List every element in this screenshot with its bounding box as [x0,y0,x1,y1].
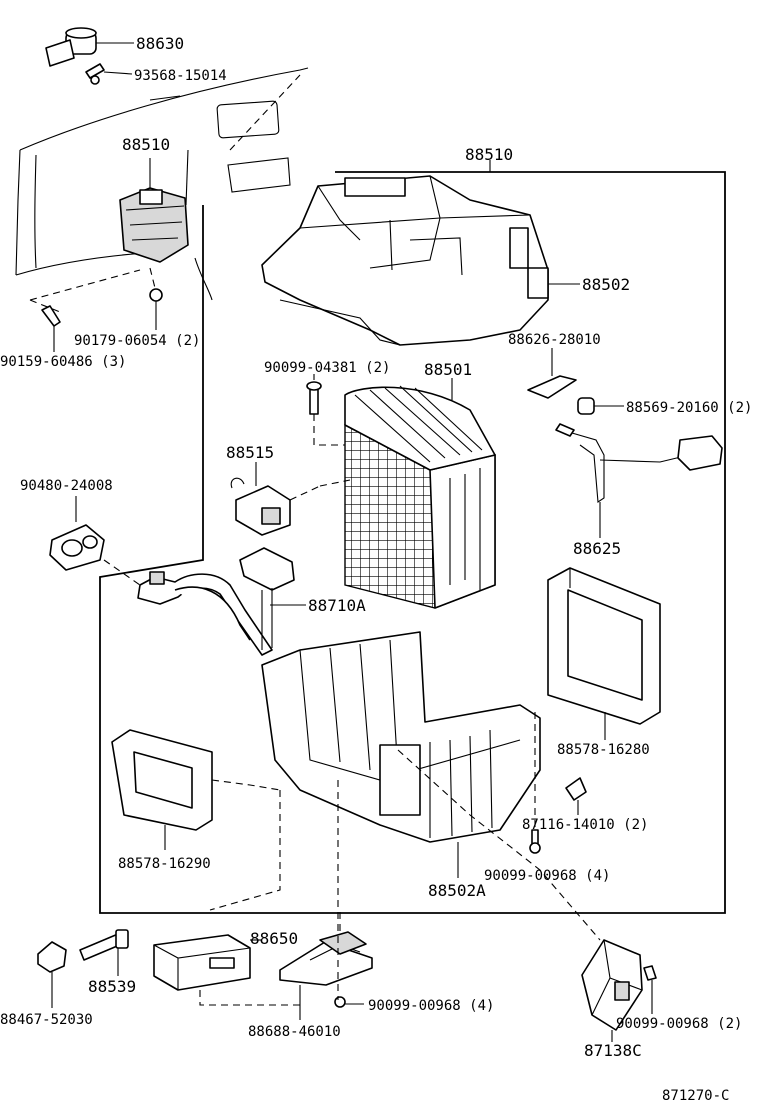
part-90480-grommet[interactable] [49,496,141,586]
label-88688-46010: 88688-46010 [248,1024,341,1040]
part-88650-amplifier[interactable] [153,912,341,1006]
label-88502A: 88502A [428,881,486,900]
label-87138C: 87138C [584,1041,642,1060]
part-90159-screw[interactable] [29,269,141,352]
part-90099-00968-screw-a[interactable] [529,712,541,854]
label-88625: 88625 [573,539,621,558]
label-88467-52030: 88467-52030 [0,1012,93,1028]
label-90179-06054: 90179-06054 (2) [74,333,200,349]
part-88710A-tube[interactable] [137,547,306,656]
part-88569-grommet[interactable] [577,397,624,415]
part-93568-screw[interactable] [85,63,133,85]
part-90179-nut[interactable] [149,267,163,330]
label-88630: 88630 [136,34,184,53]
label-90159-60486: 90159-60486 (3) [0,354,126,370]
label-90099-00968-c: 90099-00968 (2) [616,1016,742,1032]
part-88539-bolt[interactable] [79,929,129,976]
part-90099-00968-screw-c[interactable] [643,965,657,1014]
part-88630[interactable] [45,27,134,67]
label-88515: 88515 [226,443,274,462]
label-88510-top: 88510 [465,145,513,164]
part-88501-evaporator[interactable] [344,378,496,609]
part-88688-bracket[interactable] [279,931,373,1020]
part-87138C-actuator[interactable] [397,749,643,1042]
label-88578-16290: 88578-16290 [118,856,211,872]
assembly-frame [99,171,726,914]
part-88578-16290-seal[interactable] [111,729,281,911]
diagram-code: 871270-C [662,1088,729,1104]
label-88510-left: 88510 [122,135,170,154]
label-88650: 88650 [250,929,298,948]
label-88569-20160: 88569-20160 (2) [626,400,752,416]
label-88502: 88502 [582,275,630,294]
part-87116-clamp[interactable] [565,777,587,815]
part-88515-sensor[interactable] [230,462,351,536]
dashboard-outline [15,67,309,301]
part-88502A-lower-case[interactable] [261,631,541,878]
part-88467-nut[interactable] [37,941,67,1008]
label-90099-00968-b: 90099-00968 (4) [368,998,494,1014]
label-88710A: 88710A [308,596,366,615]
part-88502-upper-case[interactable] [261,175,580,346]
label-90099-04381: 90099-04381 (2) [264,360,390,376]
part-90099-00968-screw-b[interactable] [334,996,364,1008]
label-90099-00968-a: 90099-00968 (4) [484,868,610,884]
label-88578-16280: 88578-16280 [557,742,650,758]
label-93568-15014: 93568-15014 [134,68,227,84]
part-88510-blower[interactable] [119,158,189,263]
label-88539: 88539 [88,977,136,996]
label-88626-28010: 88626-28010 [508,332,601,348]
part-88626-clip[interactable] [527,348,577,399]
label-88501: 88501 [424,360,472,379]
label-87116-14010: 87116-14010 (2) [522,817,648,833]
part-88625-thermistor[interactable] [555,423,723,538]
part-88578-16280-seal[interactable] [547,567,661,740]
part-90099-04381-screw[interactable] [306,374,372,446]
label-90480-24008: 90480-24008 [20,478,113,494]
